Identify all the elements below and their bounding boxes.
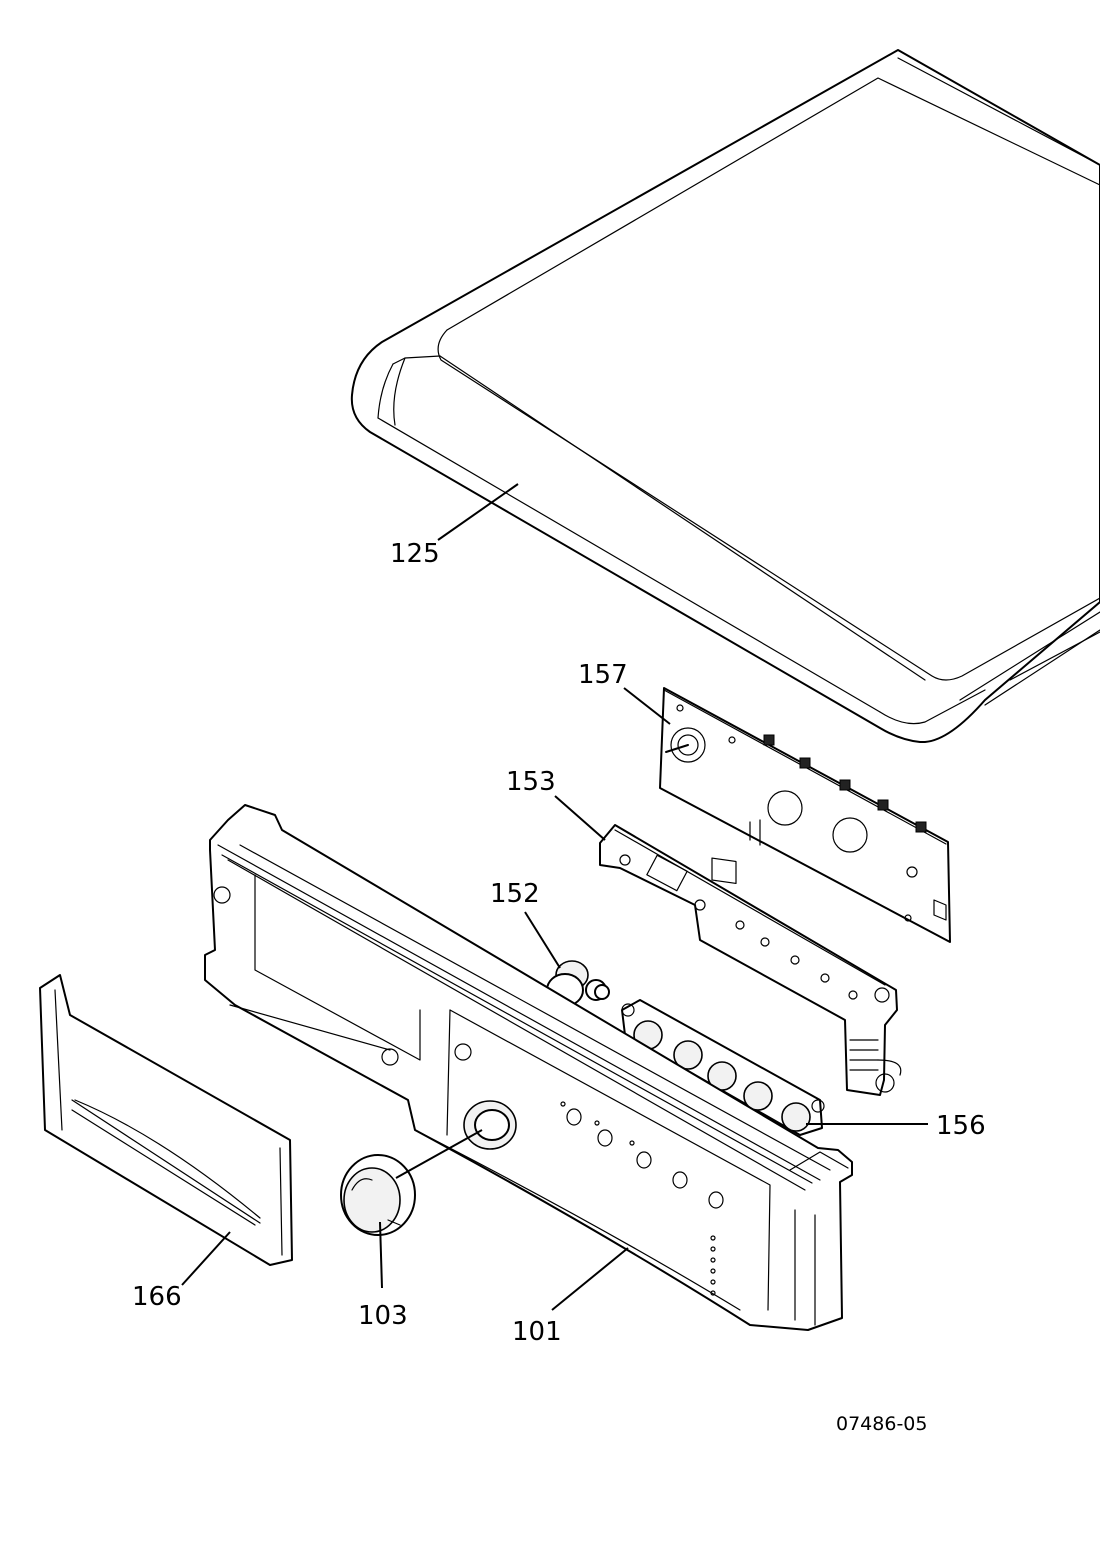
callout-103: 103 (358, 1301, 408, 1331)
callout-153: 153 (506, 767, 556, 797)
part-156-button-strip (621, 999, 825, 1136)
callout-157: 157 (578, 660, 628, 690)
part-125-top-cover (350, 49, 1100, 743)
callout-166: 166 (132, 1282, 182, 1312)
callout-125: 125 (390, 539, 440, 569)
part-166-drawer-front (39, 974, 293, 1266)
callout-101: 101 (512, 1317, 562, 1347)
callout-152: 152 (490, 879, 540, 909)
drawing-number: 07486-05 (836, 1413, 927, 1435)
part-103-knob (340, 1154, 416, 1236)
callout-labels: 125 157 153 152 156 166 103 101 (132, 539, 986, 1347)
leader-lines (181, 483, 928, 1311)
part-153-button-bracket (599, 824, 902, 1096)
part-157-circuit-board (659, 687, 951, 943)
callout-156: 156 (936, 1111, 986, 1141)
part-101-control-console (204, 804, 853, 1331)
